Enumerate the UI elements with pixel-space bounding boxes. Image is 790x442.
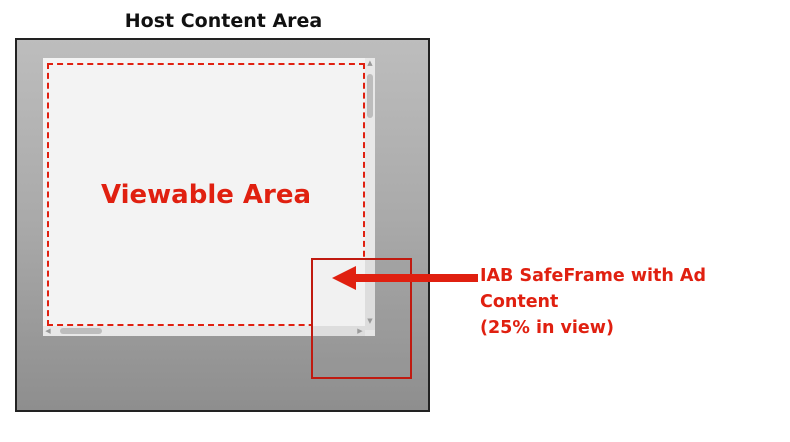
- horizontal-scrollbar[interactable]: [43, 326, 365, 336]
- scroll-left-arrow-icon[interactable]: ◀: [45, 327, 51, 335]
- scroll-up-arrow-icon[interactable]: ▲: [367, 59, 373, 67]
- host-content-title: Host Content Area: [124, 10, 323, 32]
- callout-arrow-icon: [332, 266, 478, 290]
- scroll-right-arrow-icon[interactable]: ▶: [357, 327, 363, 335]
- safeframe-label-line1: IAB SafeFrame with Ad Content: [480, 266, 707, 312]
- vertical-scroll-thumb[interactable]: [367, 74, 373, 118]
- viewable-area-label: Viewable Area: [100, 180, 312, 210]
- safeframe-label-line2: (25% in view): [480, 318, 614, 338]
- vertical-scrollbar[interactable]: [365, 58, 375, 330]
- scroll-down-arrow-icon[interactable]: ▼: [367, 317, 373, 325]
- horizontal-scroll-thumb[interactable]: [60, 328, 102, 334]
- viewable-area-frame: [47, 63, 365, 326]
- safeframe-visible-portion: [312, 259, 365, 326]
- safeframe-callout-label: IAB SafeFrame with Ad Content (25% in vi…: [480, 263, 790, 341]
